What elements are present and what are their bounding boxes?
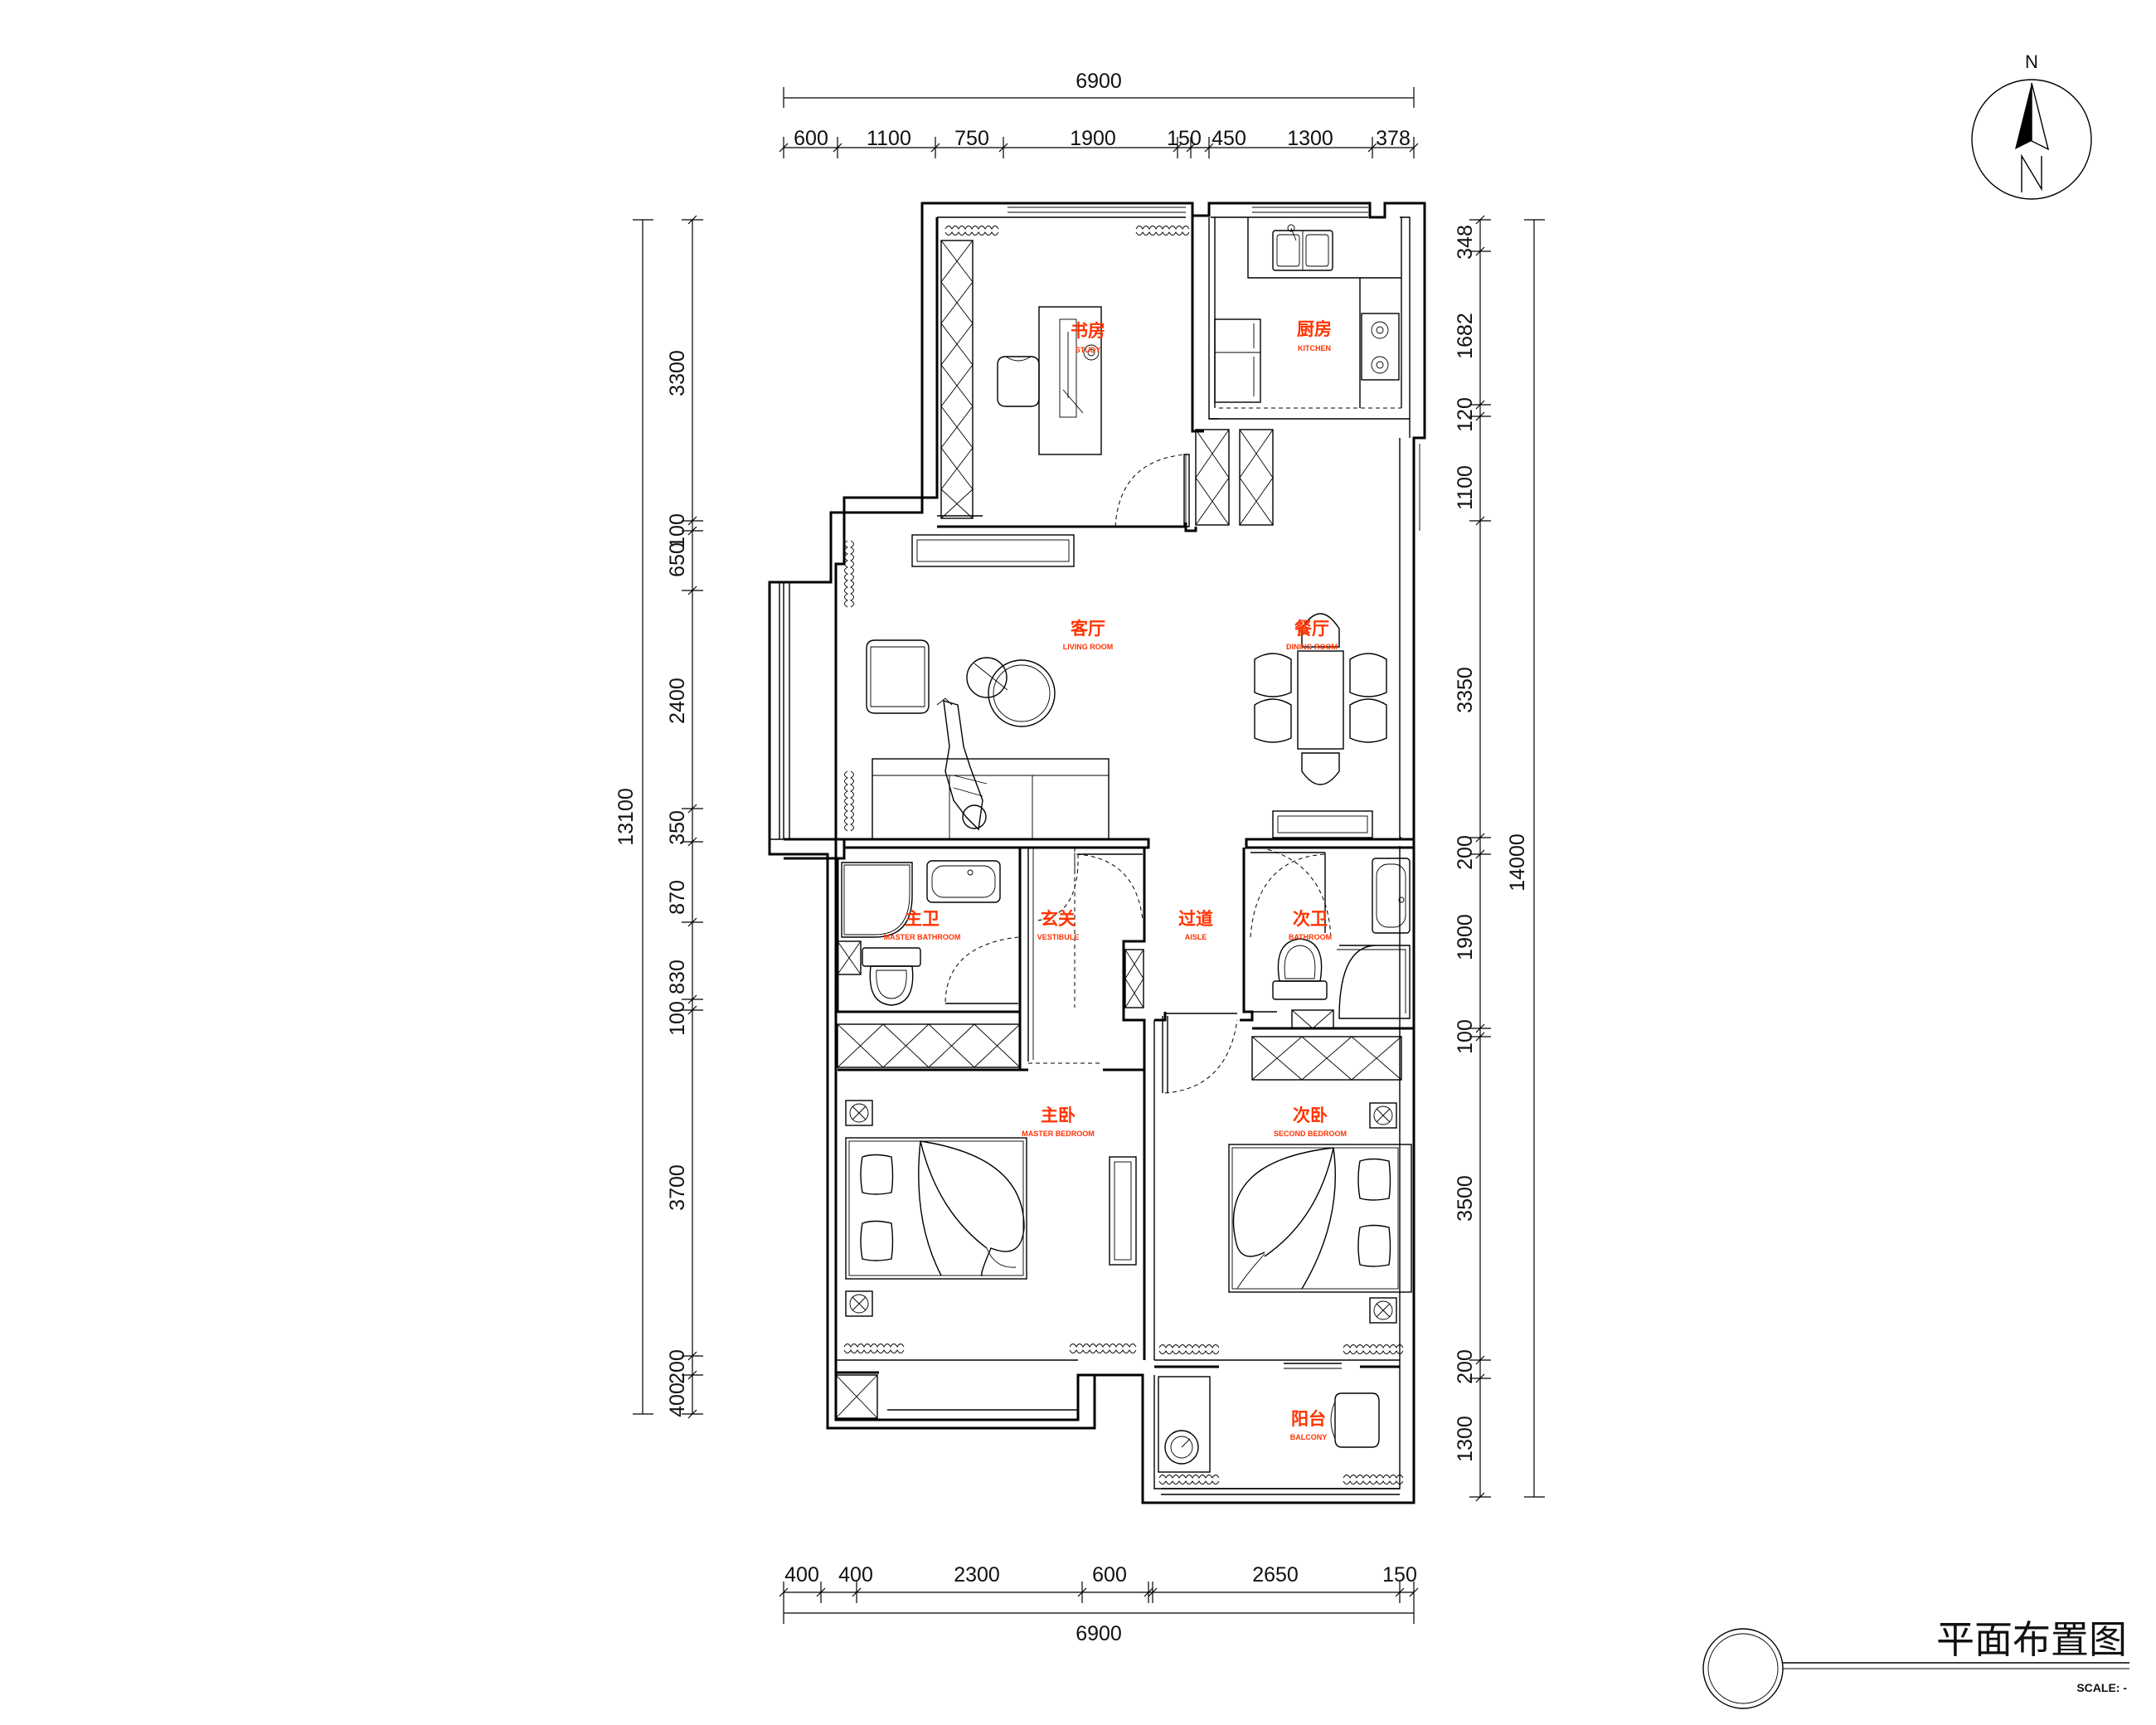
room-label-second-bed: 次卧 xyxy=(1293,1105,1328,1125)
room-label-second-bed-en: SECOND BEDROOM xyxy=(1274,1130,1347,1138)
dim-top-seg: 1100 xyxy=(867,127,911,150)
dim-right-seg: 1300 xyxy=(1454,1416,1477,1462)
room-label-vestibule: 玄关 xyxy=(1041,909,1076,929)
dim-left-seg: 830 xyxy=(666,960,689,994)
room-label-master-bed-en: MASTER BEDROOM xyxy=(1022,1130,1095,1138)
dim-bottom-total: 6900 xyxy=(1076,1622,1122,1645)
room-label-vestibule-en: VESTIBULE xyxy=(1037,933,1080,941)
dim-left-seg: 200 xyxy=(666,1349,689,1384)
living-furniture xyxy=(866,534,1387,840)
dim-bottom-seg: 2650 xyxy=(1252,1563,1299,1587)
room-label-master-bed: 主卧 xyxy=(1041,1105,1076,1125)
title-block: 平面布置图 SCALE: - xyxy=(1702,1617,2129,1709)
study-furniture xyxy=(940,240,1274,527)
room-label-balcony: 阳台 xyxy=(1291,1409,1326,1429)
aisle-doors xyxy=(1162,1013,1238,1094)
walls xyxy=(768,202,1426,1504)
dim-bottom-seg: 400 xyxy=(784,1563,819,1587)
room-label-living: 客厅 xyxy=(1071,619,1105,639)
room-label-kitchen-en: KITCHEN xyxy=(1298,344,1331,352)
dim-left-seg: 3700 xyxy=(666,1164,689,1211)
dim-left-seg: 350 xyxy=(666,810,689,845)
dim-left-seg: 3300 xyxy=(666,350,689,396)
dim-right-total: 14000 xyxy=(1506,833,1529,892)
room-label-dining: 餐厅 xyxy=(1294,619,1329,639)
dim-right-seg: 3500 xyxy=(1454,1175,1477,1222)
pillow-icon xyxy=(1357,1158,1391,1267)
dim-left-seg: 650 xyxy=(666,542,689,577)
dim-top-seg: 1900 xyxy=(1070,127,1116,150)
room-label-master-bath: 主卫 xyxy=(905,909,940,929)
vestibule-furniture xyxy=(1032,848,1144,1060)
room-label-study-en: STUDY xyxy=(1076,346,1101,354)
dim-left-seg: 400 xyxy=(666,1382,689,1417)
pillow-icon xyxy=(860,1154,894,1261)
dim-right-seg: 120 xyxy=(1454,397,1477,432)
dim-right-seg: 200 xyxy=(1454,835,1477,870)
drawing-title: 平面布置图 xyxy=(1936,1617,2127,1662)
dimension-lines xyxy=(633,87,1545,1624)
room-label-master-bath-en: MASTER BATHROOM xyxy=(884,933,961,941)
curtains xyxy=(843,226,1404,1484)
dim-left-seg: 100 xyxy=(666,1001,689,1036)
room-labels: 书房 STUDY 厨房 KITCHEN 客厅 LIVING ROOM 餐厅 DI… xyxy=(884,319,1347,1441)
windows xyxy=(1008,207,1420,531)
room-label-aisle-en: AISLE xyxy=(1185,933,1207,941)
bath2-furniture xyxy=(1250,847,1411,1029)
dim-top-seg: 750 xyxy=(954,127,989,150)
north-arrow-icon: N xyxy=(1971,51,2092,200)
dim-right-seg: 1100 xyxy=(1454,465,1477,510)
dim-bottom-seg: 400 xyxy=(838,1563,873,1587)
dim-top-seg: 1300 xyxy=(1287,127,1333,150)
master-bath-furniture xyxy=(837,860,1019,1006)
kitchen-furniture xyxy=(1214,217,1402,408)
dim-top-total: 6900 xyxy=(1076,70,1122,93)
dimension-texts: 6900 600 1100 750 1900 150 450 1300 378 … xyxy=(614,70,1529,1645)
dim-left-total: 13100 xyxy=(614,788,638,846)
dim-right-seg: 348 xyxy=(1454,225,1477,260)
dim-right-seg: 3350 xyxy=(1454,667,1477,713)
dim-right-seg: 200 xyxy=(1454,1349,1477,1384)
room-label-bath2-en: BATHROOM xyxy=(1289,933,1332,941)
north-label: N xyxy=(2025,51,2038,72)
room-label-aisle: 过道 xyxy=(1178,909,1213,929)
dim-bottom-seg: 600 xyxy=(1092,1563,1127,1587)
dim-right-seg: 1682 xyxy=(1454,313,1477,359)
dim-top-seg: 378 xyxy=(1376,127,1411,150)
dim-left-seg: 100 xyxy=(666,513,689,548)
dim-right-seg: 1900 xyxy=(1454,914,1477,960)
dim-bottom-seg: 150 xyxy=(1382,1563,1417,1587)
room-label-living-en: LIVING ROOM xyxy=(1063,643,1114,651)
dim-left-seg: 870 xyxy=(666,880,689,915)
dim-bottom-seg: 2300 xyxy=(954,1563,1000,1587)
room-label-balcony-en: BALCONY xyxy=(1290,1433,1328,1441)
dim-top-seg: 600 xyxy=(794,127,828,150)
dim-top-seg: 450 xyxy=(1212,127,1246,150)
room-label-dining-en: DINING ROOM xyxy=(1286,643,1338,651)
person-figure-icon xyxy=(936,697,988,831)
dim-top-seg: 150 xyxy=(1167,127,1202,150)
balcony-furniture xyxy=(835,1363,1380,1473)
dim-right-seg: 100 xyxy=(1454,1019,1477,1054)
beds xyxy=(845,1100,1412,1324)
room-label-bath2: 次卫 xyxy=(1293,909,1328,929)
wardrobes xyxy=(837,1023,1402,1266)
scale-text: SCALE: - xyxy=(2076,1681,2127,1694)
room-label-kitchen: 厨房 xyxy=(1297,319,1332,339)
dim-left-seg: 2400 xyxy=(666,678,689,724)
room-label-study: 书房 xyxy=(1071,321,1105,341)
